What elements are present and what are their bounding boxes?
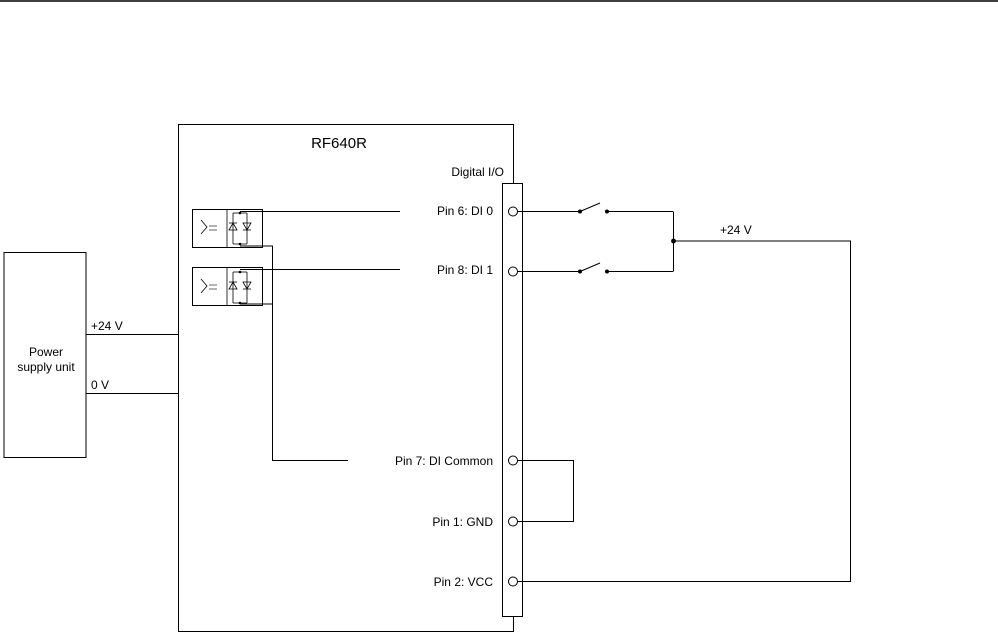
wire-common-gnd-bridge — [518, 461, 574, 522]
pin-label-di1: Pin 8: DI 1 — [437, 263, 493, 277]
pin-label-vcc: Pin 2: VCC — [434, 575, 494, 589]
switch-di0 — [518, 203, 674, 214]
terminal-pin6 — [509, 207, 518, 216]
pin-label-gnd: Pin 1: GND — [432, 515, 493, 529]
optocoupler-di1 — [193, 268, 263, 306]
label-0v: 0 V — [91, 378, 109, 392]
wire-common-internal — [240, 246, 348, 461]
switch-di1 — [518, 263, 674, 274]
wire-external-24v — [518, 241, 851, 582]
label-plus24v: +24 V — [91, 319, 123, 333]
optocoupler-di0 — [193, 210, 263, 248]
digital-io-header: Digital I/O — [451, 165, 504, 179]
pin-label-di-common: Pin 7: DI Common — [395, 454, 493, 468]
power-supply-label-line1: Power — [29, 345, 63, 359]
terminal-pin1 — [509, 517, 518, 526]
terminal-pin2 — [509, 577, 518, 586]
pin-label-di0: Pin 6: DI 0 — [437, 204, 493, 218]
external-24v-label: +24 V — [720, 223, 752, 237]
terminal-strip — [503, 184, 523, 617]
rf640r-box — [179, 125, 514, 632]
device-title: RF640R — [311, 135, 367, 152]
terminal-pin8 — [509, 267, 518, 276]
power-supply-label-line2: supply unit — [17, 360, 75, 374]
terminal-pin7 — [509, 456, 518, 465]
